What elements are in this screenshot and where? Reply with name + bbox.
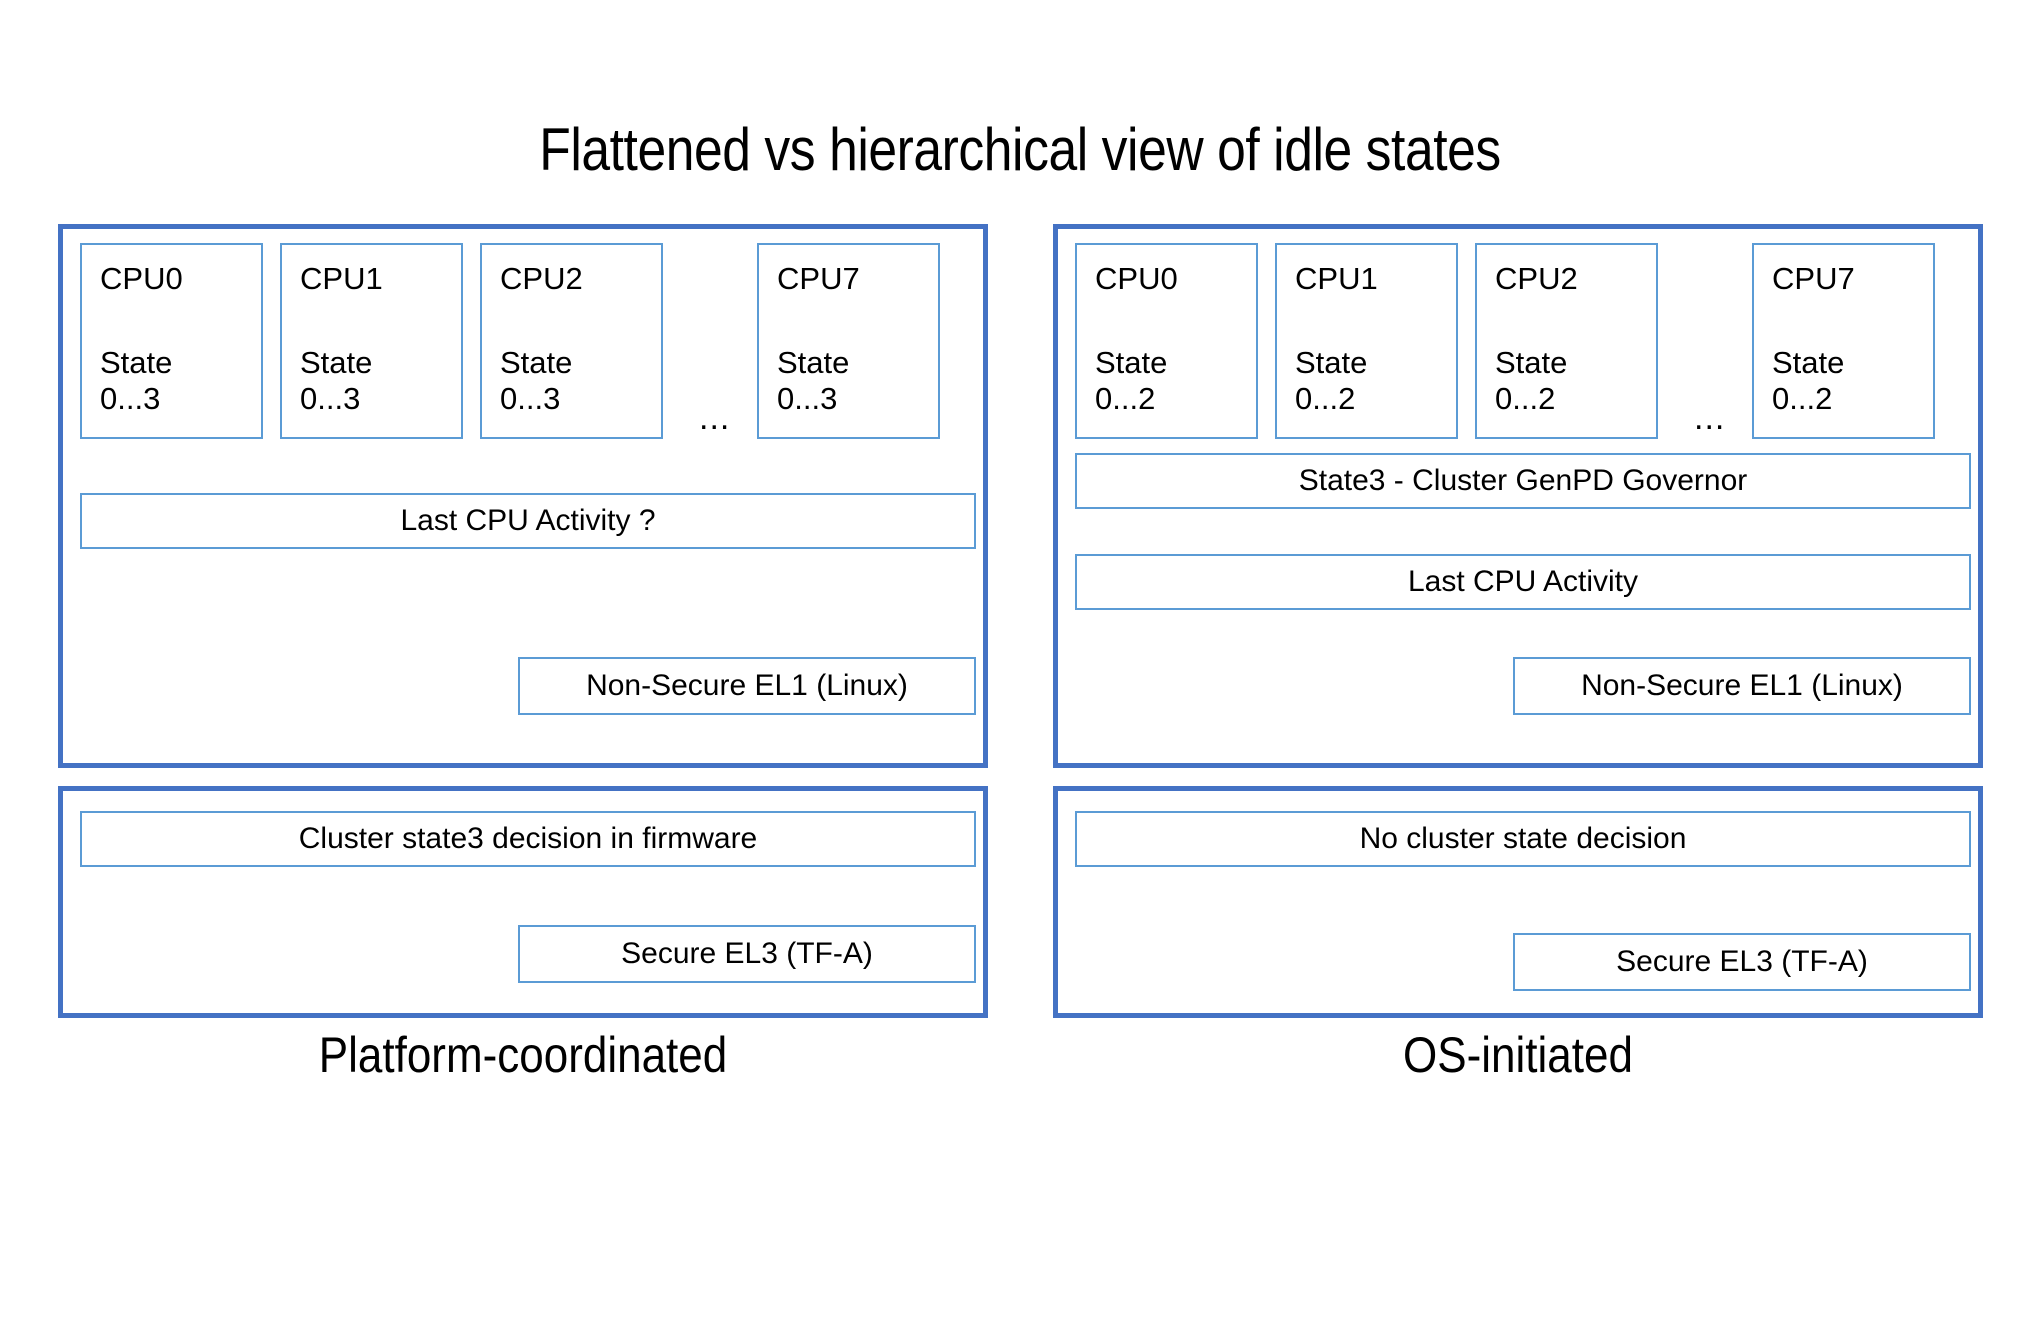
left-secure-el3-tag: Secure EL3 (TF-A) (518, 925, 976, 983)
right-cluster-genpd-governor-bar: State3 - Cluster GenPD Governor (1075, 453, 1971, 509)
cpu-label: CPU1 (1295, 261, 1378, 296)
left-os-panel: CPU0 State 0...3 CPU1 State 0...3 CPU2 S… (58, 224, 988, 768)
right-nonsecure-el1-tag: Non-Secure EL1 (Linux) (1513, 657, 1971, 715)
right-last-cpu-activity-bar: Last CPU Activity (1075, 554, 1971, 610)
left-column-caption: Platform-coordinated (318, 1027, 728, 1083)
cpu-label: CPU2 (500, 261, 583, 296)
left-cpu-tile-7: CPU7 State 0...3 (757, 243, 940, 439)
cpu-label: CPU7 (1772, 261, 1855, 296)
cpu-state-label: State 0...3 (500, 345, 573, 416)
right-cpu-tile-7: CPU7 State 0...2 (1752, 243, 1935, 439)
left-nonsecure-el1-tag: Non-Secure EL1 (Linux) (518, 657, 976, 715)
right-cpu-tile-0: CPU0 State 0...2 (1075, 243, 1258, 439)
cpu-label: CPU0 (1095, 261, 1178, 296)
right-cpu-tile-2: CPU2 State 0...2 (1475, 243, 1658, 439)
cpu-state-label: State 0...3 (300, 345, 373, 416)
cpu-state-label: State 0...3 (777, 345, 850, 416)
left-cpu-tile-2: CPU2 State 0...3 (480, 243, 663, 439)
cpu-label: CPU7 (777, 261, 860, 296)
cpu-state-label: State 0...2 (1495, 345, 1568, 416)
right-cpu-ellipsis: ... (1694, 399, 1726, 437)
left-cpu-ellipsis: ... (699, 399, 731, 437)
left-cpu-tile-1: CPU1 State 0...3 (280, 243, 463, 439)
right-cluster-decision-bar: No cluster state decision (1075, 811, 1971, 867)
cpu-label: CPU2 (1495, 261, 1578, 296)
left-firmware-panel: Cluster state3 decision in firmware Secu… (58, 786, 988, 1018)
cpu-label: CPU1 (300, 261, 383, 296)
left-last-cpu-activity-bar: Last CPU Activity ? (80, 493, 976, 549)
right-os-panel: CPU0 State 0...2 CPU1 State 0...2 CPU2 S… (1053, 224, 1983, 768)
right-column-caption: OS-initiated (1403, 1027, 1633, 1083)
right-firmware-panel: No cluster state decision Secure EL3 (TF… (1053, 786, 1983, 1018)
cpu-state-label: State 0...2 (1295, 345, 1368, 416)
cpu-label: CPU0 (100, 261, 183, 296)
right-cpu-tile-1: CPU1 State 0...2 (1275, 243, 1458, 439)
cpu-state-label: State 0...3 (100, 345, 173, 416)
cpu-state-label: State 0...2 (1772, 345, 1845, 416)
right-secure-el3-tag: Secure EL3 (TF-A) (1513, 933, 1971, 991)
cpu-state-label: State 0...2 (1095, 345, 1168, 416)
left-cluster-decision-bar: Cluster state3 decision in firmware (80, 811, 976, 867)
left-cpu-tile-0: CPU0 State 0...3 (80, 243, 263, 439)
page-title: Flattened vs hierarchical view of idle s… (539, 116, 1501, 183)
